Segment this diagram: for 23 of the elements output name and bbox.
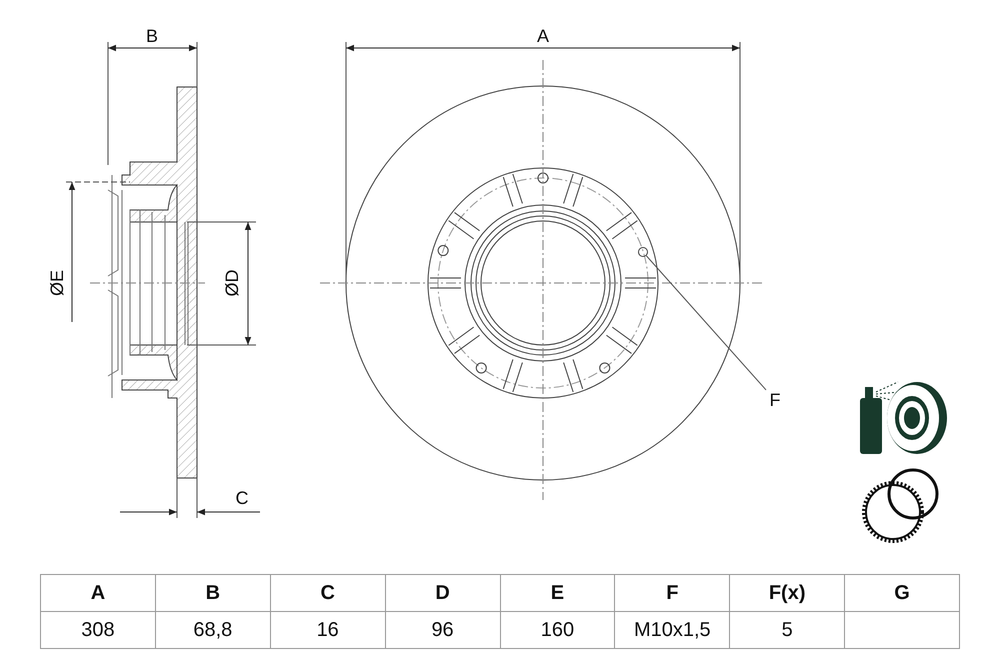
table-cell: 96 (386, 612, 500, 649)
callout-label: F (766, 388, 784, 412)
table-cell: 160 (500, 612, 616, 649)
table-header-cell: E (500, 575, 616, 612)
table-header-cell: B (156, 575, 271, 612)
table-header-cell: D (386, 575, 500, 612)
dimension-label: C (236, 489, 248, 507)
table-header-cell: G (845, 575, 960, 612)
dimension-label: ØD (223, 270, 241, 296)
table-cell: M10x1,5 (615, 612, 730, 649)
bolt-hole (638, 247, 648, 257)
table-header-cell: C (270, 575, 386, 612)
table-cell: 68,8 (156, 612, 271, 649)
table-cell: 16 (270, 612, 386, 649)
leader-line (646, 255, 766, 390)
table-cell: 5 (730, 612, 846, 649)
dimension-label: A (537, 27, 549, 45)
table-header-cell: F(x) (730, 575, 846, 612)
table-header-cell: A (41, 575, 156, 612)
table-header-cell: F (615, 575, 730, 612)
dimension-label: ØE (48, 270, 66, 296)
dimension-label: B (146, 27, 158, 45)
table-cell: 308 (41, 612, 156, 649)
